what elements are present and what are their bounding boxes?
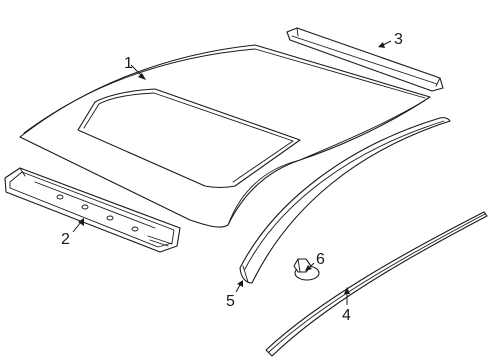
rear-roof-bow — [286, 27, 444, 92]
callout-3: 3 — [394, 31, 403, 48]
roof-panel — [19, 44, 431, 228]
header-hole — [56, 194, 64, 200]
callout-2: 2 — [61, 231, 70, 248]
header-hole — [106, 215, 114, 221]
sunroof-opening — [77, 88, 301, 189]
callout-4: 4 — [342, 307, 351, 324]
callout-5: 5 — [226, 293, 235, 310]
leader-4 — [344, 287, 350, 305]
roof-molding — [265, 211, 488, 357]
drip-molding — [239, 117, 451, 284]
front-header-panel — [4, 167, 181, 253]
leader-5 — [235, 280, 243, 293]
leader-6 — [305, 262, 315, 271]
leader-2 — [72, 218, 84, 233]
leader-1 — [130, 64, 146, 80]
callout-1: 1 — [124, 55, 133, 72]
header-hole — [131, 226, 139, 232]
leader-3 — [378, 40, 392, 48]
header-hole — [81, 204, 89, 210]
callout-6: 6 — [316, 251, 325, 268]
